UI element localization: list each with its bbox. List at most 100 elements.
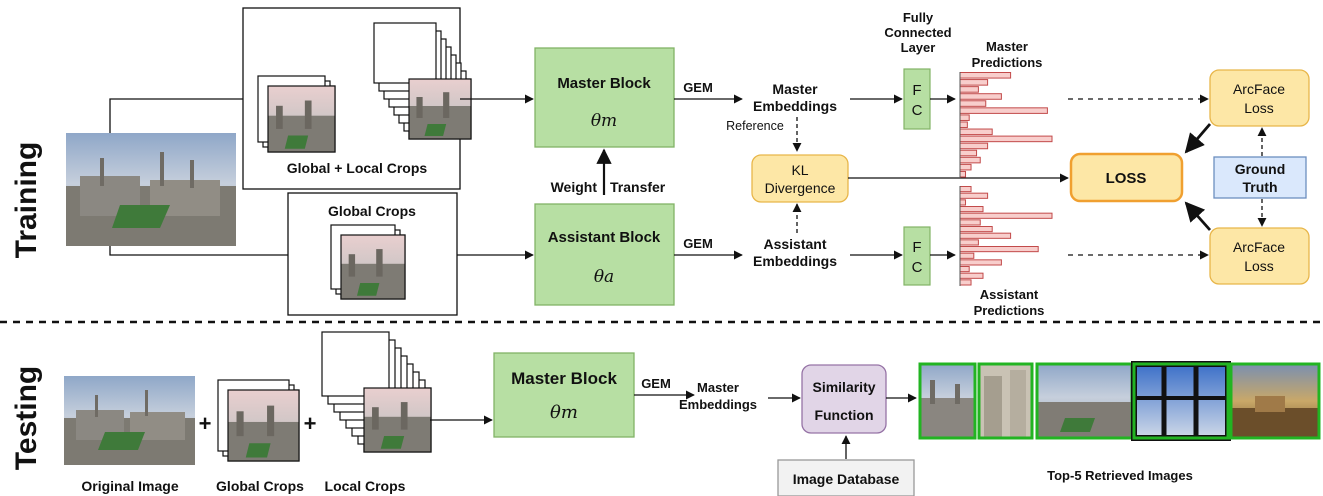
gem-label-assistant: GEM <box>683 236 713 251</box>
kl-label-1: KL <box>791 162 808 178</box>
retrieved-image-1 <box>918 362 977 440</box>
arcface-loss-top: ArcFace Loss <box>1209 69 1310 127</box>
master-block-param: θm <box>591 111 617 131</box>
fc-header-1: Fully <box>903 10 934 25</box>
prediction-bar <box>959 156 981 164</box>
arcface-bottom-to-loss <box>1184 201 1212 231</box>
local-crops-testing-label: Local Crops <box>325 478 406 494</box>
arcface-top-label-2: Loss <box>1244 100 1274 116</box>
prediction-bar <box>959 252 975 259</box>
prediction-bar <box>959 135 1053 143</box>
arcface-bottom-label-2: Loss <box>1244 258 1274 274</box>
prediction-bar <box>959 142 989 150</box>
reference-label: Reference <box>726 119 784 133</box>
prediction-bar <box>959 100 987 107</box>
fc-master-f: F <box>912 82 921 99</box>
prediction-bar <box>959 212 1053 219</box>
connector-to-crops-bottom <box>109 246 288 256</box>
ground-truth-box: Ground Truth <box>1213 156 1307 199</box>
crop-thumbnail <box>227 389 300 462</box>
similarity-label-2: Function <box>814 407 873 423</box>
prediction-bar <box>959 239 979 246</box>
prediction-bar <box>959 72 1012 79</box>
prediction-bar <box>959 259 1002 266</box>
assistant-block-title: Assistant Block <box>548 229 661 246</box>
prediction-bar <box>959 163 972 171</box>
global-local-crops-label: Global + Local Crops <box>287 160 428 176</box>
global-crops-label: Global Crops <box>328 203 416 219</box>
original-image-training <box>66 133 236 246</box>
prediction-bar <box>959 114 970 121</box>
prediction-bar <box>959 246 1039 253</box>
prediction-bar <box>959 266 970 273</box>
crop-thumbnail <box>408 78 472 140</box>
ground-truth-label-2: Truth <box>1243 179 1278 195</box>
image-database-box: Image Database <box>777 459 915 496</box>
assistant-predictions-label-2: Predictions <box>974 303 1045 318</box>
gem-label-master: GEM <box>683 80 713 95</box>
prediction-bar <box>959 219 981 226</box>
prediction-bar <box>959 186 972 193</box>
master-embeddings-label-2: Embeddings <box>753 98 837 114</box>
testing-label: Testing <box>10 366 43 470</box>
global-crops-testing-label: Global Crops <box>216 478 304 494</box>
arcface-top-to-loss <box>1184 123 1212 154</box>
prediction-bar <box>959 192 989 199</box>
prediction-bar <box>959 79 989 86</box>
prediction-bar <box>959 272 984 279</box>
master-predictions-label-1: Master <box>986 39 1028 54</box>
original-image-testing <box>64 376 195 465</box>
assistant-predictions-label-1: Assistant <box>980 287 1039 302</box>
crop-stack-global-bottom <box>330 224 406 300</box>
test-master-block-param: θm <box>550 402 578 423</box>
prediction-bar <box>959 128 993 136</box>
kl-divergence-box: KL Divergence <box>751 154 849 203</box>
assistant-embeddings-label-1: Assistant <box>763 236 826 252</box>
plus-sign-1: + <box>199 411 212 436</box>
master-predictions-label-2: Predictions <box>972 55 1043 70</box>
arcface-top-label-1: ArcFace <box>1233 81 1285 97</box>
original-image-label: Original Image <box>81 478 178 494</box>
master-predictions-bars <box>959 72 1053 178</box>
master-block-title: Master Block <box>557 75 651 92</box>
retrieved-images-label: Top-5 Retrieved Images <box>1047 468 1193 483</box>
assistant-predictions-bars <box>959 186 1053 286</box>
crop-thumbnail <box>340 234 406 300</box>
prediction-bar <box>959 226 993 233</box>
crop-thumbnail <box>363 387 432 453</box>
retrieved-image-4 <box>1131 361 1231 441</box>
prediction-bar <box>959 232 1012 239</box>
loss-label: LOSS <box>1106 170 1147 187</box>
crop-thumbnail <box>267 85 336 153</box>
similarity-function-box: Similarity Function <box>801 364 887 434</box>
fc-assistant-f: F <box>912 239 921 256</box>
fc-master-c: C <box>912 102 923 119</box>
crop-stack-local-testing <box>321 331 432 453</box>
prediction-bar <box>959 199 967 206</box>
fc-assistant-c: C <box>912 259 923 276</box>
crop-stack-global-testing <box>217 379 300 462</box>
crop-stack-global-top <box>257 75 336 153</box>
master-block: Master Block θm <box>534 47 675 148</box>
kl-label-2: Divergence <box>765 180 836 196</box>
test-gem-label: GEM <box>641 376 671 391</box>
arcface-loss-bottom: ArcFace Loss <box>1209 227 1310 285</box>
arcface-bottom-label-1: ArcFace <box>1233 239 1285 255</box>
connector-to-crops-top <box>109 98 243 133</box>
weight-transfer-label-2: Transfer <box>610 179 666 195</box>
plus-sign-2: + <box>304 411 317 436</box>
crop-stack-local-top <box>373 22 472 140</box>
retrieved-image-2 <box>977 362 1034 440</box>
weight-transfer-label-1: Weight <box>551 179 598 195</box>
fc-header-2: Connected <box>884 25 951 40</box>
fc-header-3: Layer <box>901 40 936 55</box>
test-master-embeddings-2: Embeddings <box>679 397 757 412</box>
prediction-bar <box>959 107 1048 114</box>
prediction-bar <box>959 93 1002 100</box>
test-master-embeddings-1: Master <box>697 380 739 395</box>
assistant-block-param: θa <box>594 267 614 287</box>
prediction-bar <box>959 170 967 178</box>
test-master-block-title: Master Block <box>511 369 617 388</box>
